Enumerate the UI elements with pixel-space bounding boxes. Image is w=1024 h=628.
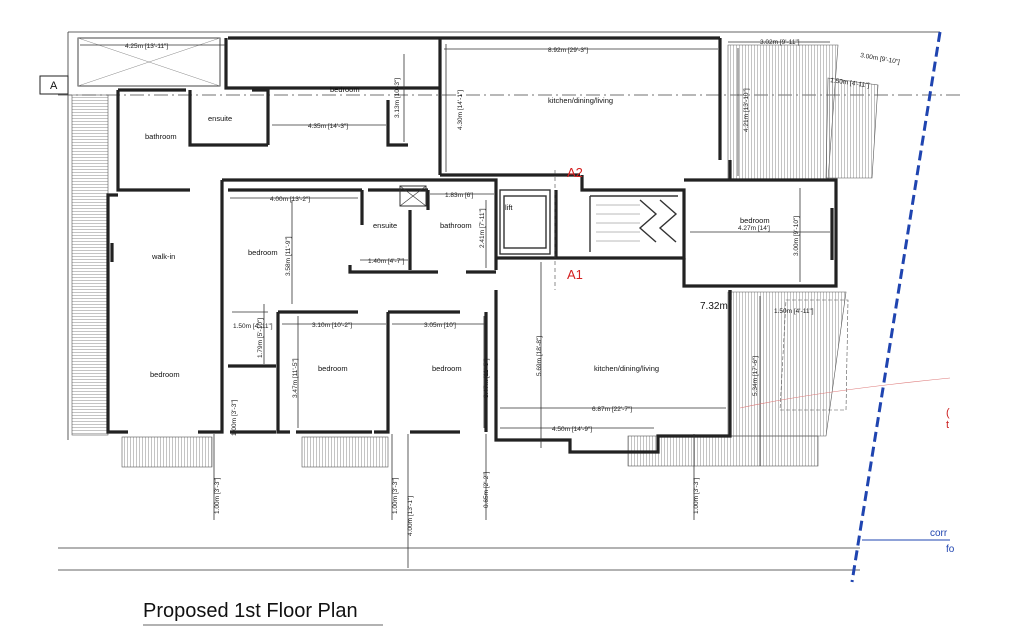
dimension-label: 0.65m [2'-2"] [483,471,490,508]
dimension-label: 1.50m [4'-11"] [233,323,273,330]
room-label-bedroom-small1: bedroom [318,364,348,373]
room-label-lift: lift [505,203,513,212]
dimension-label: 3.10m [10'-2"] [312,322,352,329]
room-label-kitchen-bottom: kitchen/dining/living [594,364,659,373]
room-label-ensuite-mid: ensuite [373,221,397,230]
dimension-label: 4.00m [13'-1"] [407,496,414,536]
dimension-label: 2.41m [7'-11"] [479,208,486,248]
dimension-label: 3.58m [11'-9"] [285,236,292,276]
dimension-label: 3.00m [9'-10"] [860,52,901,66]
void-area [77,37,221,87]
site-boundary [58,31,940,626]
edge-text-blue-2: fo [946,544,955,555]
dimension-label: 4.21m [13'-10"] [743,88,750,132]
room-label-bedroom-right: bedroom [740,216,770,225]
shower-fixture [399,185,427,207]
dimension-label: 4.50m [14'-9"] [552,426,592,433]
dimension-label: 1.00m [3'-3"] [214,477,221,514]
room-label-kitchen-top: kitchen/dining/living [548,96,613,105]
walls [106,36,838,454]
dimension-label: 4.30m [14'-1"] [457,90,464,130]
grid-marker-label: A [50,80,58,92]
red-annotation-line [739,377,951,409]
staircase [589,195,678,252]
dimension-label: 4.00m [13'-2"] [270,196,310,203]
dimension-label: 3.47m [11'-5"] [483,358,490,398]
room-label-bedroom-small2: bedroom [432,364,462,373]
dimension-label: 3.02m [9'-11"] [760,39,800,46]
room-label-bedroom-mid: bedroom [248,248,278,257]
section-marker-a2: A2 [567,165,583,180]
dimension-label: 1.79m [5'-10"] [257,318,264,358]
drawing-title: Proposed 1st Floor Plan [143,600,358,622]
edge-text-red-2: t [946,419,949,431]
dimension-label: 1.00m [3'-3"] [392,477,399,514]
room-label-ensuite-top: ensuite [208,114,232,123]
overall-dimension: 7.32m [700,301,728,312]
dimension-label: 6.87m [22'-7"] [592,406,632,413]
dimension-labels-vertical: 3.13m [10'-3"] 4.30m [14'-1"] 4.21m [13'… [214,78,800,536]
room-label-bathroom-mid: bathroom [440,221,472,230]
room-label-bedroom-top: bedroom [330,85,360,94]
dimension-label: 8.92m [29'-3"] [548,47,588,54]
room-label-bedroom-left: bedroom [150,370,180,379]
dimension-label: 4.35m [14'-3"] [308,123,348,130]
dimension-label: 1.83m [6'] [445,192,474,199]
room-label-walkin: walk-in [151,252,175,261]
dimension-label: 5.69m [18'-8"] [536,336,543,376]
dimension-label: 4.27m [14'] [738,225,770,232]
property-boundary-line [850,31,942,583]
dimension-label: 3.47m [11'-5"] [292,358,299,398]
dimension-label: 1.40m [4'-7"] [368,258,405,265]
dimension-label: 1.00m [3'-3"] [693,477,700,514]
dimension-label: 4.25m [13'-11"] [125,43,168,50]
dimension-label: 5.34m [17'-6"] [752,356,759,396]
section-marker-a1: A1 [567,267,583,282]
terraces [71,44,879,468]
dimension-label: 3.13m [10'-3"] [394,78,401,118]
dimension-label: 3.05m [10'] [424,322,456,329]
dimension-label: 1.50m [4'-11"] [774,308,814,315]
dimension-lines [80,41,830,568]
room-label-bathroom-left: bathroom [145,132,177,141]
edge-text-red-1: ( [946,407,950,419]
edge-text-blue-1: corr [930,528,948,539]
dimension-label: 1.00m [3'-3"] [231,399,238,436]
dimension-label: 3.00m [9'-10"] [793,216,800,256]
room-labels: bedroom ensuite bathroom kitchen/dining/… [145,85,770,379]
